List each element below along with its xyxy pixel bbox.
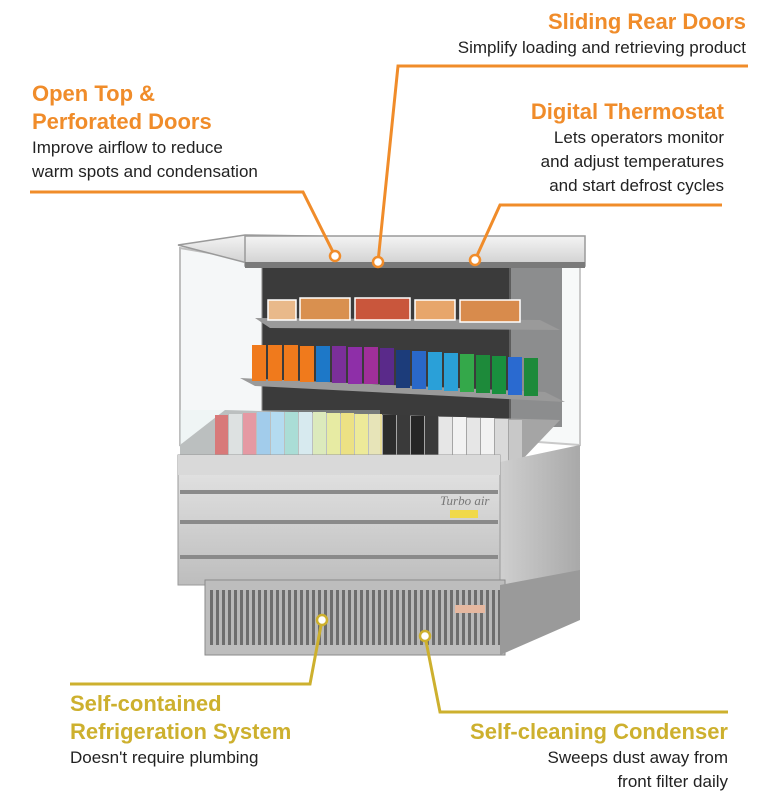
self-cleaning-desc-line2: front filter daily <box>617 772 728 791</box>
front-rail <box>178 455 500 475</box>
digital-thermostat-desc-line1: Lets operators monitor <box>553 128 724 147</box>
digital-thermostat-title: Digital Thermostat <box>530 99 724 124</box>
brand-logo: Turbo air <box>440 493 490 508</box>
warning-label <box>455 605 485 613</box>
sandwich-packs <box>267 297 521 323</box>
open-top-title-line1: Open Top & <box>32 81 156 106</box>
sliding-rear-doors-title: Sliding Rear Doors <box>547 9 746 34</box>
callout-digital-thermostat: Digital Thermostat Lets operators monito… <box>531 98 724 198</box>
self-cleaning-title: Self-cleaning Condenser <box>470 719 728 744</box>
digital-thermostat-desc-line3: and start defrost cycles <box>549 176 724 195</box>
self-cleaning-desc-line1: Sweeps dust away from <box>547 748 728 767</box>
callout-open-top: Open Top & Perforated Doors Improve airf… <box>32 80 258 184</box>
right-glass-panel <box>509 246 581 447</box>
lower-deck-cans <box>215 412 522 466</box>
digital-thermostat-desc-line2: and adjust temperatures <box>540 152 724 171</box>
open-top-desc-line1: Improve airflow to reduce <box>32 138 223 157</box>
front-glass-lip <box>180 410 380 460</box>
self-contained-desc: Doesn't require plumbing <box>70 748 259 767</box>
front-grille <box>210 590 500 645</box>
middle-shelf <box>240 378 565 402</box>
sliding-rear-doors-desc: Simplify loading and retrieving product <box>457 38 746 57</box>
callout-sliding-rear-doors: Sliding Rear Doors Simplify loading and … <box>458 8 746 60</box>
self-contained-title-line2: Refrigeration System <box>70 719 292 744</box>
rear-wall <box>262 262 562 427</box>
self-contained-title-line1: Self-contained <box>70 691 222 716</box>
callout-self-cleaning: Self-cleaning Condenser Sweeps dust away… <box>470 718 728 794</box>
callout-self-contained: Self-contained Refrigeration System Does… <box>70 690 291 770</box>
open-top-title-line2: Perforated Doors <box>32 109 212 134</box>
middle-shelf-cans <box>252 345 538 396</box>
open-top-desc-line2: warm spots and condensation <box>32 162 258 181</box>
badge <box>450 510 478 518</box>
